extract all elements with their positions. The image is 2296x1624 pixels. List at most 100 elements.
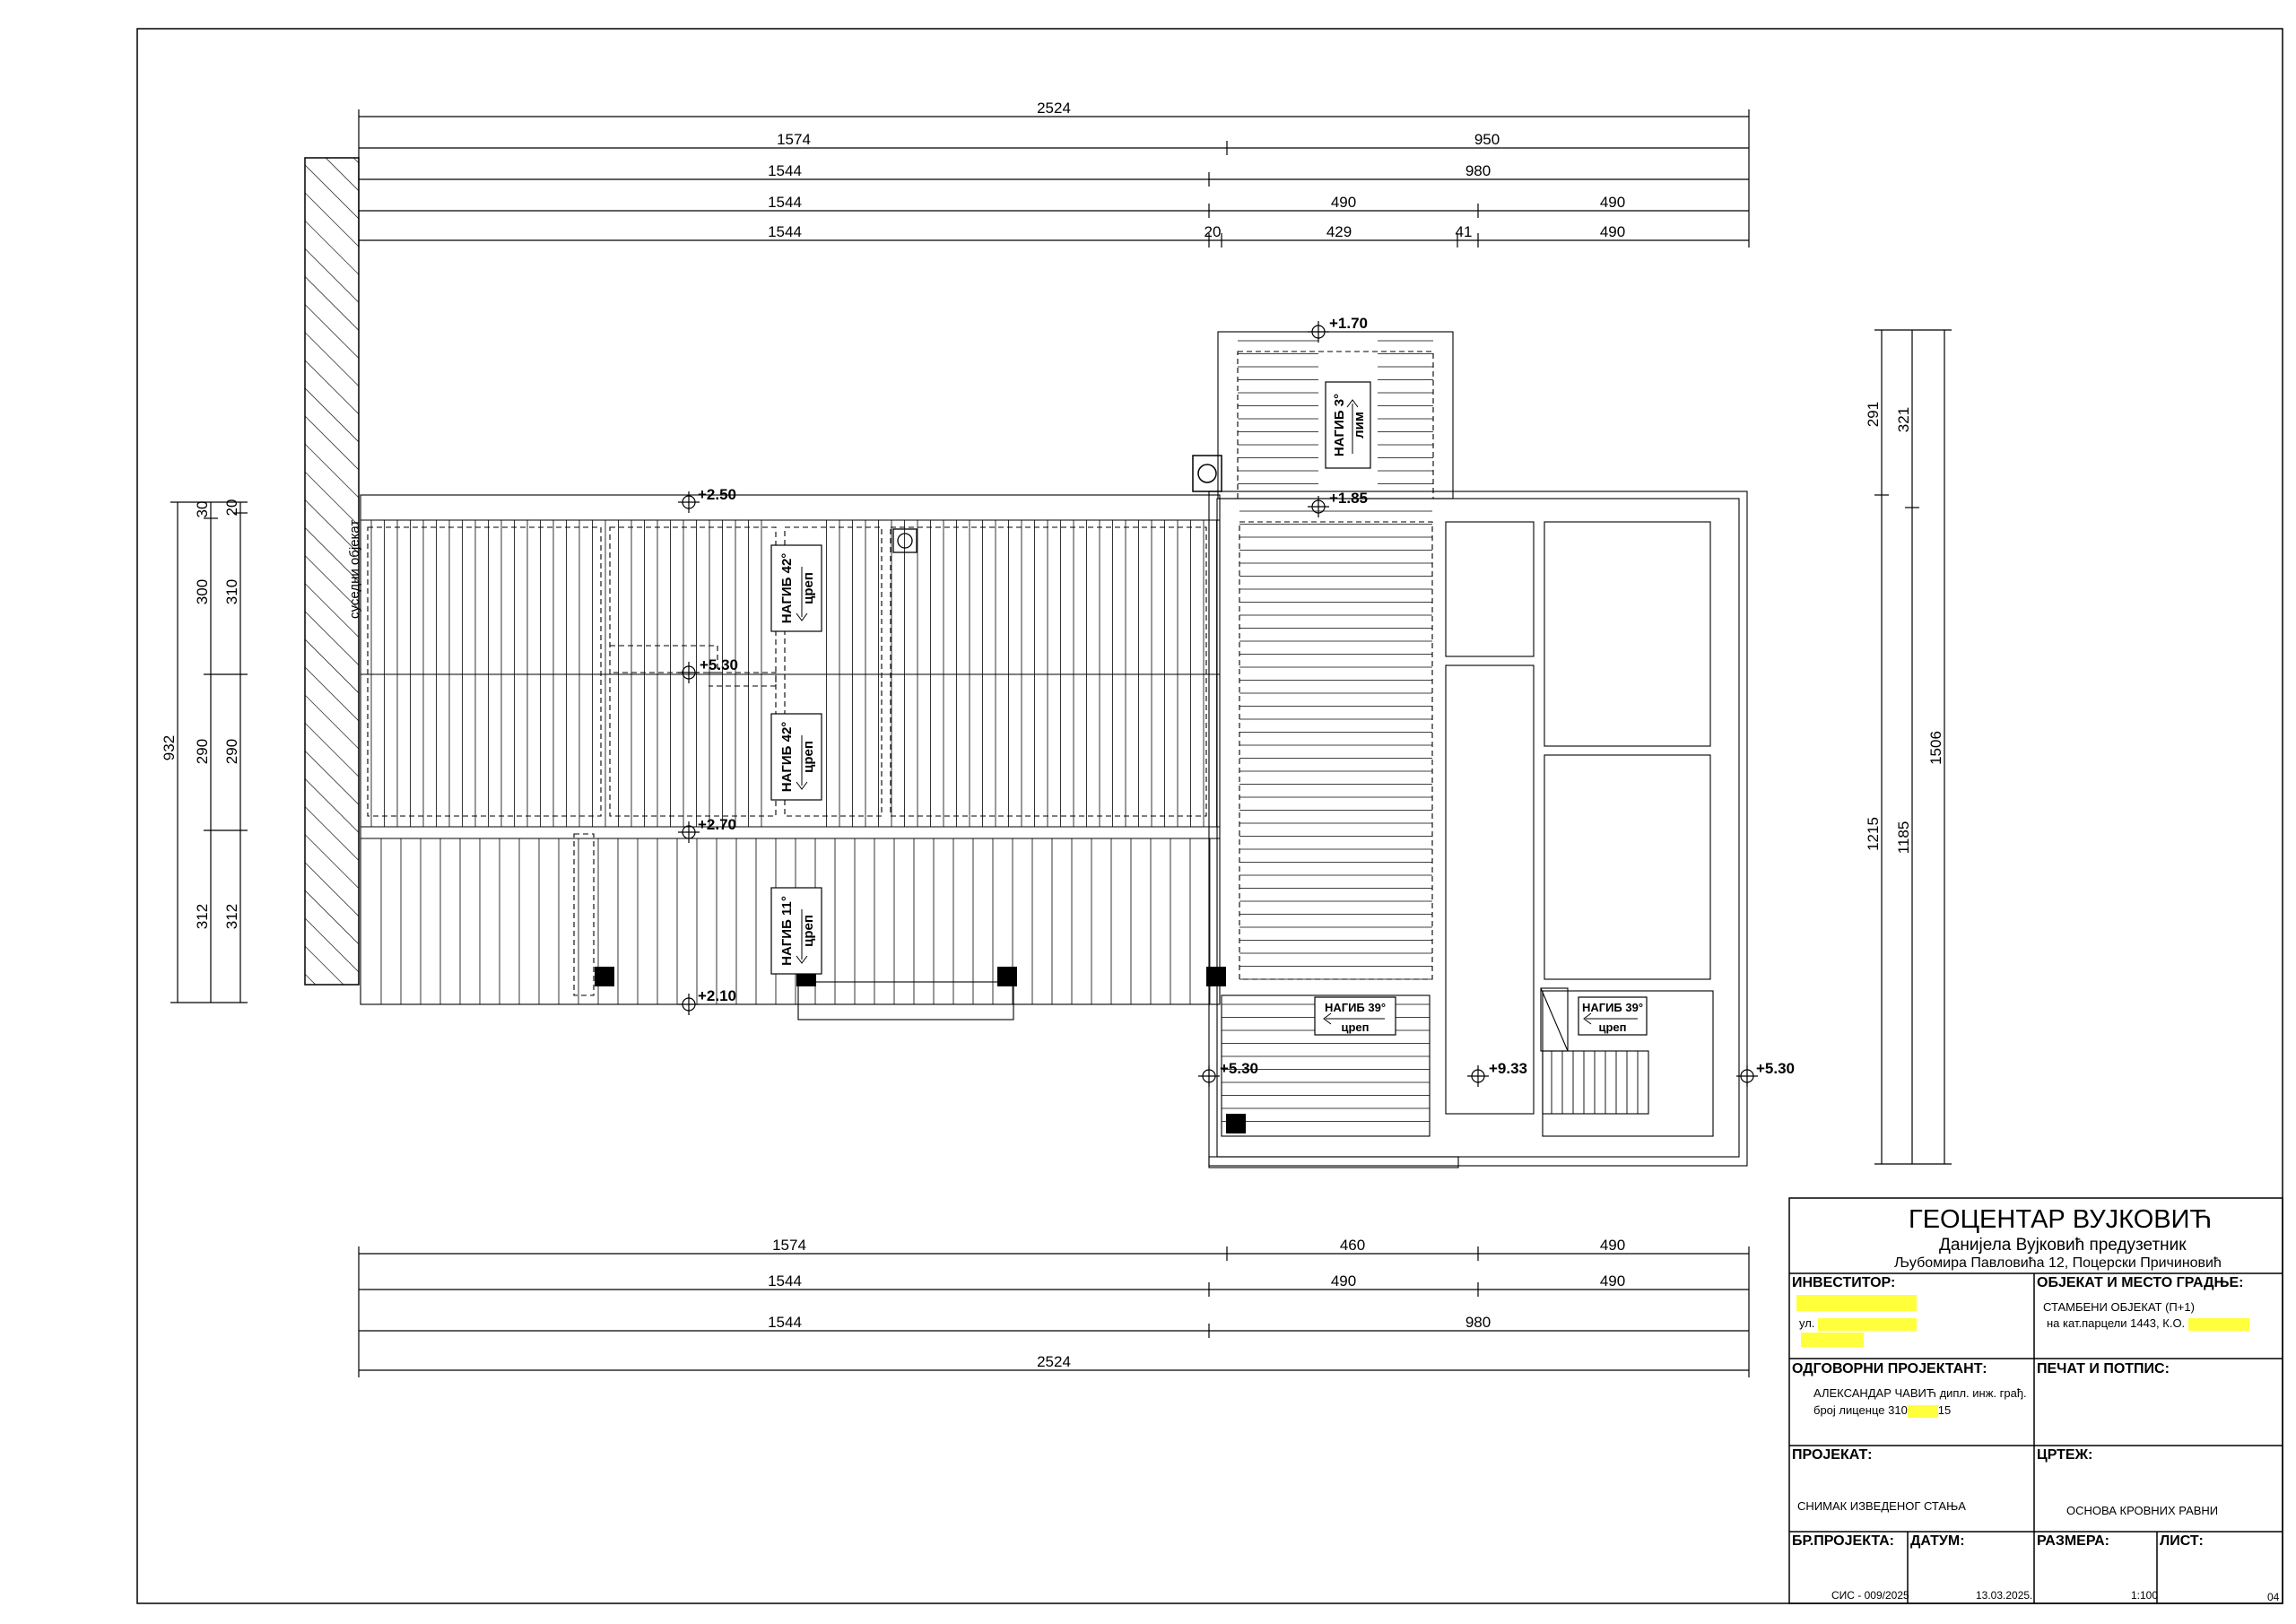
level-250: +2.50	[698, 486, 736, 503]
dim-bot-r1c: 490	[1600, 1237, 1625, 1254]
level-210: +2.10	[698, 987, 736, 1004]
dim-top-r4a: 1544	[768, 194, 802, 211]
title-block-grid	[1788, 1197, 2283, 1604]
dim-top-r5c: 429	[1326, 223, 1352, 240]
stair-steps	[1551, 1051, 1639, 1114]
license-redacted	[1907, 1404, 1938, 1418]
projno-value: СИС - 009/2025	[1831, 1589, 1909, 1602]
east-roof	[1192, 331, 1748, 1168]
top-dimension-values: 2524 1574 950 1544 980 1544 490 490 1544…	[768, 100, 1625, 240]
dim-left-312b: 312	[223, 904, 240, 929]
investor-name-redacted	[1796, 1295, 1917, 1311]
dim-left-290b: 290	[223, 739, 240, 764]
slope2-title: НАГИБ 42°	[779, 722, 795, 793]
projno-label: БР.ПРОЈЕКТА:	[1792, 1533, 1895, 1549]
neighbor-wall	[304, 157, 360, 986]
dim-bot-r2c: 490	[1600, 1272, 1625, 1290]
dim-right-1215: 1215	[1865, 817, 1882, 851]
left-dimension-values: 932 30 300 290 312 20 310 290 312	[161, 499, 240, 930]
chimney-west	[892, 528, 918, 553]
investor-city-redacted	[1801, 1333, 1864, 1347]
designer-name: АЛЕКСАНДАР ЧАВИЋ дипл. инж. грађ.	[1813, 1386, 2027, 1400]
owner-name: Данијела Вујковић предузетник	[1939, 1236, 2187, 1255]
investor-street-label: ул.	[1799, 1316, 1815, 1330]
slope1-title: НАГИБ 42°	[779, 553, 795, 624]
dim-bot-r2a: 1544	[768, 1272, 802, 1290]
dim-right-1506: 1506	[1927, 731, 1944, 765]
columns	[595, 967, 1246, 1133]
slope2-material: цреп	[801, 741, 816, 773]
dim-right-321: 321	[1895, 407, 1912, 432]
dim-top-r5b: 20	[1205, 223, 1222, 240]
dim-top-r2b: 950	[1474, 131, 1500, 148]
company-address: Љубомира Павловића 12, Поцерски Причинов…	[1894, 1255, 2222, 1271]
company-name: ГЕОЦЕНТАР ВУЈКОВИЋ	[1909, 1205, 2213, 1234]
object-line2: на кат.парцели 1443, К.О.	[2047, 1316, 2249, 1331]
dim-left-312a: 312	[194, 904, 211, 929]
dim-left-310: 310	[223, 579, 240, 604]
sheet-value: 04	[2267, 1591, 2280, 1603]
scale-value: 1:100	[2131, 1589, 2159, 1602]
dim-bot-r4: 2524	[1037, 1353, 1071, 1370]
level-270: +2.70	[698, 816, 736, 833]
level-530c: +5.30	[1756, 1060, 1795, 1077]
object-line2-text: на кат.парцели 1443, К.О.	[2047, 1316, 2186, 1330]
slope6-material: цреп	[1598, 1020, 1626, 1034]
drawing-value: ОСНОВА КРОВНИХ РАВНИ	[2066, 1504, 2219, 1517]
dim-bot-r3a: 1544	[768, 1314, 802, 1331]
license-prefix: број лиценце 310	[1813, 1403, 1908, 1417]
slope3-title: НАГИБ 11°	[779, 896, 795, 966]
license-suffix: 15	[1937, 1403, 1952, 1417]
investor-street-redacted	[1818, 1317, 1918, 1331]
slope-texts: НАГИБ 42° цреп НАГИБ 42° цреп НАГИБ 11° …	[779, 394, 1643, 1034]
slope4-title: НАГИБ 3°	[1332, 394, 1347, 456]
dim-right-291: 291	[1865, 402, 1882, 427]
slope-arrows	[796, 399, 1638, 1025]
object-label: ОБЈЕКАТ И МЕСТО ГРАДЊЕ:	[2037, 1275, 2244, 1290]
slope5-title: НАГИБ 39°	[1325, 1001, 1386, 1014]
drawing-label: ЦРТЕЖ:	[2037, 1447, 2093, 1463]
project-value: СНИМАК ИЗВЕДЕНОГ СТАЊА	[1797, 1499, 1966, 1513]
slope4-material: лим	[1352, 412, 1367, 439]
left-dimensions	[170, 501, 248, 1003]
dim-top-r4b: 490	[1331, 194, 1356, 211]
level-185: +1.85	[1329, 490, 1368, 507]
level-530b: +5.30	[1220, 1060, 1258, 1077]
dim-top-r3a: 1544	[768, 162, 802, 179]
level-markers	[678, 321, 1758, 1087]
investor-street: ул.	[1799, 1316, 1918, 1331]
dim-left-20: 20	[223, 499, 240, 517]
investor-label: ИНВЕСТИТОР:	[1792, 1275, 1896, 1290]
dim-left-30: 30	[194, 501, 211, 518]
dim-top-r2a: 1574	[777, 131, 811, 148]
level-170: +1.70	[1329, 315, 1368, 332]
dim-top-total: 2524	[1037, 100, 1071, 117]
dim-left-300: 300	[194, 579, 211, 604]
dim-left-932: 932	[161, 735, 178, 760]
project-label: ПРОЈЕКАТ:	[1792, 1447, 1873, 1463]
right-dimensions	[1874, 329, 1952, 1165]
slope-boxes	[770, 381, 1648, 1036]
dim-top-r5e: 490	[1600, 223, 1625, 240]
slope6-title: НАГИБ 39°	[1582, 1001, 1643, 1014]
dim-right-1185: 1185	[1895, 821, 1912, 855]
east-tile-ribs	[1222, 340, 1433, 1122]
dim-bot-r1a: 1574	[772, 1237, 806, 1254]
date-value: 13.03.2025.	[1976, 1589, 2033, 1602]
dim-bot-r1b: 460	[1340, 1237, 1365, 1254]
level-530a: +5.30	[700, 656, 738, 673]
dim-top-r3b: 980	[1465, 162, 1491, 179]
west-roof	[360, 494, 1221, 1020]
bottom-dimension-values: 1574 460 490 1544 490 490 1544 980 2524	[768, 1237, 1625, 1370]
dim-bot-r2b: 490	[1331, 1272, 1356, 1290]
right-dimension-values: 291 1215 321 1185 1506	[1865, 402, 1944, 854]
level-labels: +1.70 +1.85 +2.50 +5.30 +2.70 +2.10 +5.3…	[698, 315, 1795, 1077]
date-label: ДАТУМ:	[1910, 1533, 1965, 1549]
sheet-label: ЛИСТ:	[2160, 1533, 2204, 1549]
slope5-material: цреп	[1341, 1020, 1369, 1034]
dim-top-r4c: 490	[1600, 194, 1625, 211]
dim-top-r5d: 41	[1456, 223, 1473, 240]
sheet-border	[136, 28, 2283, 1604]
slope3-material: цреп	[801, 915, 816, 947]
